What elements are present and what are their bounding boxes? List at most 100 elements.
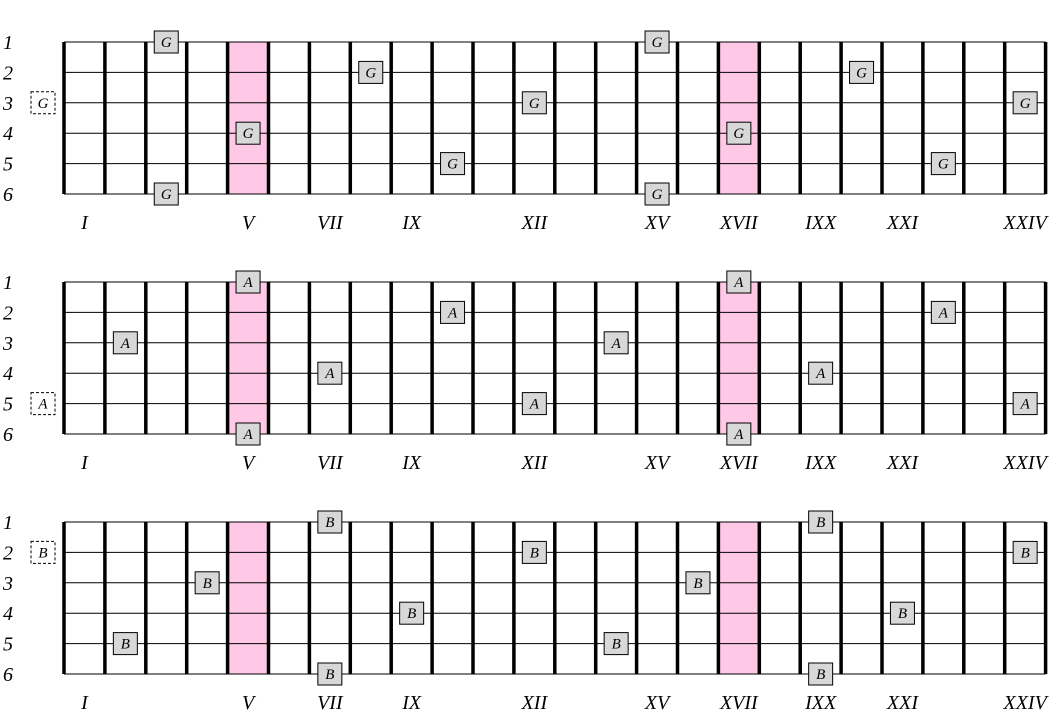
position-label: XXI [886, 692, 919, 714]
note-box [440, 300, 466, 324]
fretted-note: G [930, 152, 956, 176]
position-label: XV [644, 212, 672, 234]
note-box [685, 571, 711, 595]
note-box [317, 510, 343, 534]
fretted-note: G [644, 182, 670, 206]
fretted-note: A [440, 300, 466, 324]
position-label: XXIV [1002, 692, 1049, 714]
note-label: B [407, 606, 416, 622]
position-label: V [242, 452, 257, 474]
position-label: XXI [886, 452, 919, 474]
note-box [521, 540, 547, 564]
note-box [726, 270, 752, 294]
note-label: G [529, 96, 540, 112]
fretted-note: A [930, 300, 956, 324]
position-label: IX [401, 212, 422, 234]
open-string-note: B [30, 540, 56, 564]
note-box [889, 601, 915, 625]
note-box [235, 422, 261, 446]
note-label: G [365, 65, 376, 81]
string-number-label: 1 [3, 512, 13, 534]
string-number-label: 4 [3, 123, 13, 145]
note-box [726, 422, 752, 446]
note-label: G [447, 157, 458, 173]
note-box [30, 392, 56, 416]
fretted-note: A [808, 361, 834, 385]
note-label: B [325, 515, 334, 531]
note-label: A [447, 305, 458, 321]
note-label: B [38, 545, 47, 561]
note-box [521, 91, 547, 115]
note-label: G [938, 157, 949, 173]
position-label: XII [521, 212, 549, 234]
string-number-label: 1 [3, 32, 13, 54]
position-label: IXX [804, 452, 837, 474]
string-number-label: 4 [3, 603, 13, 625]
fretted-note: G [235, 121, 261, 145]
position-label: IXX [804, 692, 837, 714]
note-label: B [816, 667, 825, 683]
note-label: G [1020, 96, 1031, 112]
string-number-label: 6 [3, 664, 13, 686]
note-label: A [242, 427, 253, 443]
position-label: IX [401, 452, 422, 474]
note-box [399, 601, 425, 625]
fretted-note: A [235, 422, 261, 446]
string-number-label: 5 [3, 154, 13, 176]
string-number-label: 2 [3, 302, 13, 324]
position-label: VII [317, 212, 344, 234]
note-label: A [733, 275, 744, 291]
string-number-label: 4 [3, 363, 13, 385]
fretted-note: B [889, 601, 915, 625]
highlight-fret-5 [227, 282, 269, 434]
fretted-note: G [726, 121, 752, 145]
note-label: B [325, 667, 334, 683]
note-box [30, 540, 56, 564]
fretted-note: A [726, 270, 752, 294]
string-number-label: 3 [2, 573, 13, 595]
fretted-note: B [399, 601, 425, 625]
position-label: XVII [719, 212, 759, 234]
note-label: G [161, 35, 172, 51]
fretted-note: B [603, 632, 629, 656]
open-string-note: A [30, 392, 56, 416]
note-box [194, 571, 220, 595]
fretted-note: A [603, 331, 629, 355]
string-number-label: 5 [3, 394, 13, 416]
note-box [726, 121, 752, 145]
fretted-note: B [808, 510, 834, 534]
note-label: A [242, 275, 253, 291]
note-label: B [530, 545, 539, 561]
note-label: G [243, 126, 254, 142]
string-number-label: 3 [2, 333, 13, 355]
note-box [603, 632, 629, 656]
note-box [930, 152, 956, 176]
note-label: B [121, 637, 130, 653]
position-label: V [242, 692, 257, 714]
note-box [808, 662, 834, 686]
note-box [112, 331, 138, 355]
fretted-note: A [317, 361, 343, 385]
note-box [440, 152, 466, 176]
position-label: I [80, 212, 89, 234]
note-box [317, 361, 343, 385]
highlight-fret-5 [227, 522, 269, 674]
fretted-note: G [1012, 91, 1038, 115]
note-label: A [120, 336, 131, 352]
note-box [153, 30, 179, 54]
string-number-label: 5 [3, 634, 13, 656]
note-label: G [733, 126, 744, 142]
string-number-label: 3 [2, 93, 13, 115]
note-label: A [733, 427, 744, 443]
string-number-label: 6 [3, 184, 13, 206]
fretted-note: A [235, 270, 261, 294]
fretted-note: B [808, 662, 834, 686]
fretted-note: G [849, 60, 875, 84]
note-box [603, 331, 629, 355]
note-label: A [815, 366, 826, 382]
fretted-note: B [317, 510, 343, 534]
